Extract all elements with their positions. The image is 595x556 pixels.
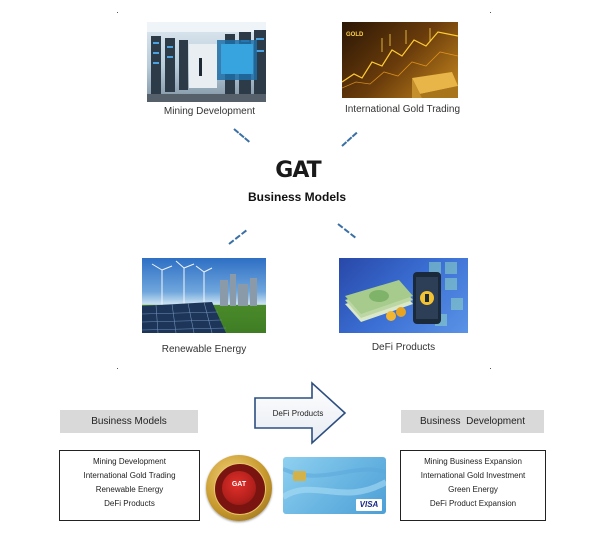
connector-line: [341, 131, 358, 147]
list-item: Green Energy: [448, 485, 498, 494]
business-models-header: Business Models: [60, 410, 198, 433]
arrow-label: DeFi Products: [272, 409, 324, 418]
connector-line: [337, 223, 356, 239]
list-item: DeFi Products: [104, 499, 155, 508]
defi-image: [339, 258, 468, 333]
gat-logo: GAT: [275, 158, 321, 183]
payment-card: VISA: [283, 457, 386, 514]
business-development-header: Business Development: [401, 410, 544, 433]
corner-tick: [490, 12, 491, 13]
mining-label: Mining Development: [163, 106, 256, 117]
corner-tick: [117, 12, 118, 13]
renewable-label: Renewable Energy: [161, 344, 247, 355]
gold-trading-label: International Gold Trading: [344, 104, 461, 115]
visa-logo: VISA: [356, 499, 382, 511]
connector-line: [228, 229, 247, 245]
mining-image: [147, 22, 266, 102]
right-arrow-icon: [254, 381, 347, 445]
renewable-image: [142, 258, 266, 333]
gat-coin-icon: GAT: [206, 455, 272, 521]
corner-tick: [490, 368, 491, 369]
list-item: International Gold Trading: [83, 471, 176, 480]
corner-tick: [117, 368, 118, 369]
gold-trading-image: GOLD: [342, 22, 458, 98]
list-item: DeFi Product Expansion: [429, 499, 517, 508]
business-development-list: Mining Business Expansion International …: [400, 450, 546, 521]
chip-icon: [293, 471, 306, 481]
list-item: International Gold Investment: [420, 471, 526, 480]
list-item: Mining Business Expansion: [424, 457, 522, 466]
list-item: Renewable Energy: [95, 485, 164, 494]
defi-label: DeFi Products: [371, 342, 436, 353]
center-title: Business Models: [247, 190, 347, 204]
connector-line: [233, 128, 250, 143]
business-models-list: Mining Development International Gold Tr…: [59, 450, 200, 521]
coin-text: GAT: [231, 481, 247, 488]
gold-bar-text: GOLD: [346, 32, 364, 38]
list-item: Mining Development: [93, 457, 166, 466]
